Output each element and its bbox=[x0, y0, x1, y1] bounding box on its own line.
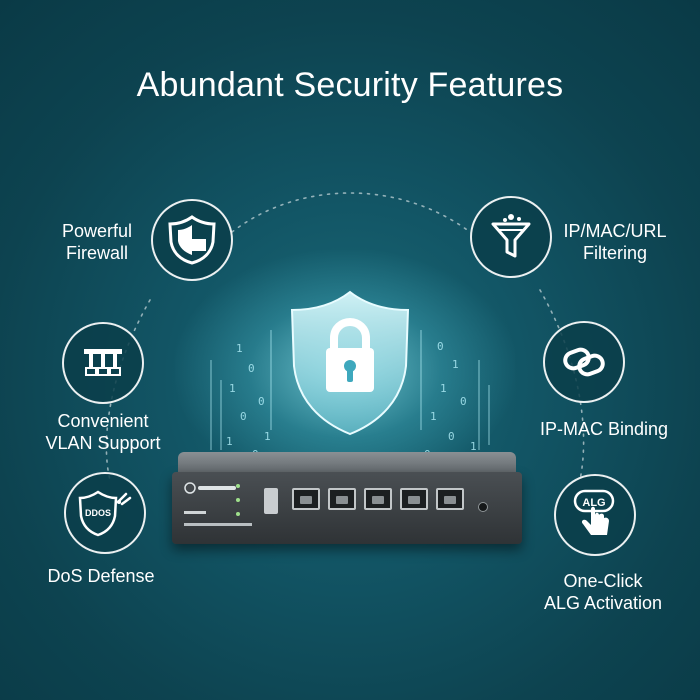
alg-hand-icon: ALG bbox=[573, 489, 615, 535]
svg-text:1: 1 bbox=[226, 435, 233, 448]
svg-text:1: 1 bbox=[229, 382, 236, 395]
wan-port bbox=[292, 488, 320, 510]
svg-text:1: 1 bbox=[236, 342, 243, 355]
tp-link-logo bbox=[184, 482, 236, 494]
padlock-icon bbox=[290, 290, 410, 436]
ddos-shield-icon: DDOS bbox=[78, 490, 132, 537]
router-top-panel bbox=[178, 452, 516, 474]
lan-port-5 bbox=[436, 488, 464, 510]
svg-text:0: 0 bbox=[448, 430, 455, 443]
binding-feature-circle bbox=[543, 321, 625, 403]
firewall-label-line1: Powerful bbox=[61, 221, 133, 241]
dos-feature-label: DoS Defense bbox=[34, 565, 168, 587]
usb-port bbox=[264, 488, 278, 514]
alg-label-line2: ALG Activation bbox=[543, 593, 663, 613]
svg-text:1: 1 bbox=[440, 382, 447, 395]
svg-text:1: 1 bbox=[264, 430, 271, 443]
banner-title: Abundant Security Features bbox=[136, 66, 564, 104]
reset-button bbox=[478, 502, 488, 512]
router-description-label bbox=[184, 522, 254, 530]
vlan-feature-circle bbox=[62, 322, 144, 404]
binding-label-line1: IP-MAC Binding bbox=[539, 419, 669, 439]
svg-text:1: 1 bbox=[452, 358, 459, 371]
router-model-label bbox=[184, 510, 208, 518]
firewall-feature-label: Powerful Firewall bbox=[48, 220, 146, 264]
svg-text:0: 0 bbox=[248, 362, 255, 375]
lan-port-3 bbox=[364, 488, 392, 510]
sys-led bbox=[236, 498, 240, 502]
binding-feature-label: IP-MAC Binding bbox=[532, 418, 676, 440]
firewall-feature-circle bbox=[151, 199, 233, 281]
vlan-label-line1: Convenient bbox=[57, 411, 149, 431]
router-device bbox=[172, 452, 522, 552]
svg-text:0: 0 bbox=[437, 340, 444, 353]
vlan-icon bbox=[84, 349, 122, 376]
shield-icon bbox=[168, 215, 216, 265]
filtering-feature-circle bbox=[470, 196, 552, 278]
usb-led bbox=[236, 512, 240, 516]
router-brand-logo bbox=[184, 482, 240, 496]
security-shield bbox=[288, 288, 412, 443]
alg-label-line1: One-Click bbox=[563, 571, 643, 591]
firewall-label-line2: Firewall bbox=[65, 243, 128, 263]
alg-badge-text: ALG bbox=[582, 497, 605, 509]
alg-feature-label: One-Click ALG Activation bbox=[530, 570, 676, 614]
lan-port-4 bbox=[400, 488, 428, 510]
svg-text:0: 0 bbox=[258, 395, 265, 408]
dos-label-line1: DoS Defense bbox=[47, 566, 155, 586]
svg-text:0: 0 bbox=[460, 395, 467, 408]
power-led bbox=[236, 484, 240, 488]
chain-link-icon bbox=[563, 347, 605, 377]
filtering-label-line2: Filtering bbox=[582, 243, 648, 263]
lan-port-2 bbox=[328, 488, 356, 510]
filtering-feature-label: IP/MAC/URL Filtering bbox=[560, 220, 670, 264]
dos-feature-circle: DDOS bbox=[64, 472, 146, 554]
vlan-label-line2: VLAN Support bbox=[45, 433, 161, 453]
alg-feature-circle: ALG bbox=[554, 474, 636, 556]
ddos-badge-text: DDOS bbox=[85, 508, 111, 518]
funnel-icon bbox=[491, 214, 531, 258]
svg-text:1: 1 bbox=[430, 410, 437, 423]
router-front-panel bbox=[172, 472, 522, 544]
filtering-label-line1: IP/MAC/URL bbox=[563, 221, 667, 241]
svg-text:0: 0 bbox=[240, 410, 247, 423]
svg-text:1: 1 bbox=[470, 440, 477, 453]
vlan-feature-label: Convenient VLAN Support bbox=[36, 410, 170, 454]
